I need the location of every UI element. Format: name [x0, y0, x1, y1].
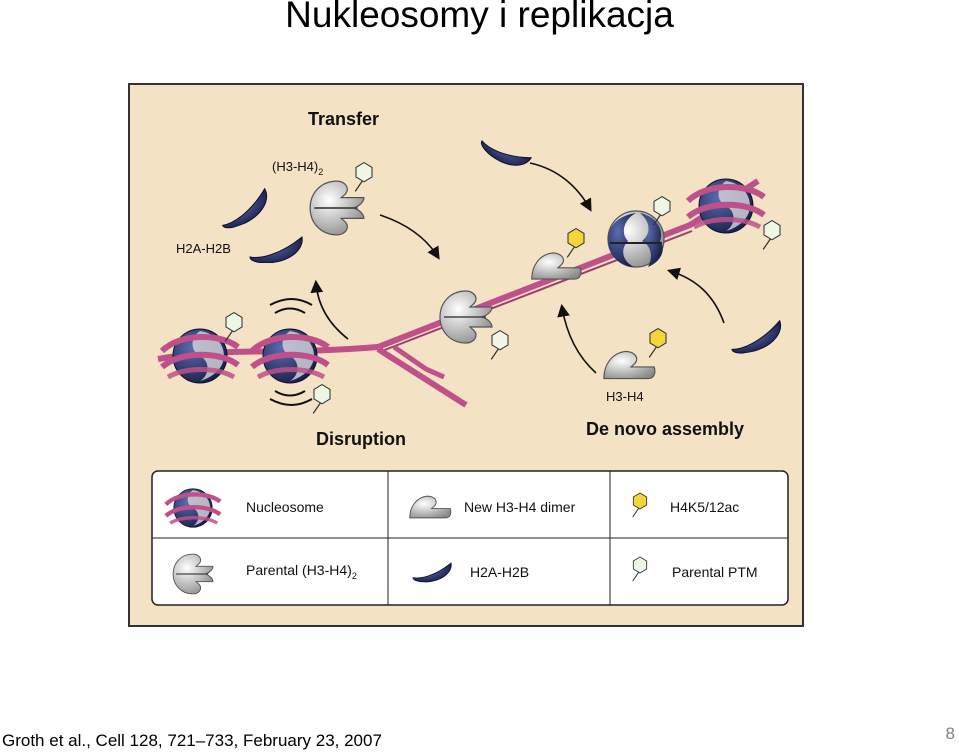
label-transfer: Transfer — [308, 109, 379, 129]
label-h3h4-tetramer: (H3-H4)2 — [272, 159, 323, 177]
legend-parental: Parental (H3-H4)2 — [246, 562, 357, 581]
nucleosome-left-1 — [162, 329, 238, 383]
label-disruption: Disruption — [316, 429, 406, 449]
nucleosome-left-2 — [252, 329, 328, 383]
label-de-novo: De novo assembly — [586, 419, 744, 439]
ptm-green-6 — [490, 330, 509, 360]
ptm-green-1 — [224, 312, 243, 342]
label-h2a-h2b: H2A-H2B — [176, 241, 231, 256]
replication-diagram: Transfer (H3-H4)2 H2A-H2B H3-H4 Disrupti… — [151, 109, 789, 606]
legend: Nucleosome New H3-H4 dimer H4K5/12ac Par… — [151, 470, 789, 606]
label-h3-h4: H3-H4 — [606, 389, 644, 404]
new-dimer-strand — [531, 252, 582, 280]
h2a-h2b-dimer-2 — [249, 236, 303, 263]
legend-new-dimer: New H3-H4 dimer — [464, 499, 576, 515]
assembled-nucleosome — [607, 210, 665, 268]
h2a-h2b-dimer-1 — [215, 188, 275, 232]
ptm-green-3 — [762, 220, 781, 250]
ptm-yellow-2 — [648, 328, 667, 358]
page-number: 8 — [945, 724, 955, 743]
h2a-h2b-dimer-4 — [727, 320, 785, 356]
parental-tetramer-top — [309, 180, 365, 236]
h2a-h2b-dimer-3 — [477, 125, 532, 178]
disruption-waves — [269, 298, 313, 406]
slide-title: Nukleosomy i replikacja — [285, 0, 674, 35]
parental-tetramer-middle — [439, 290, 493, 344]
ptm-green-5 — [354, 162, 373, 192]
legend-nucleosome: Nucleosome — [246, 499, 324, 515]
legend-h4k: H4K5/12ac — [670, 499, 739, 515]
citation: Groth et al., Cell 128, 721–733, Februar… — [2, 731, 382, 750]
new-dimer-free — [603, 350, 656, 380]
legend-h2a-h2b: H2A-H2B — [470, 564, 529, 580]
ptm-green-2 — [312, 384, 331, 414]
ptm-yellow-1 — [566, 228, 585, 258]
arrows — [310, 162, 725, 374]
legend-parental-ptm: Parental PTM — [672, 564, 758, 580]
figure-panel: Transfer (H3-H4)2 H2A-H2B H3-H4 Disrupti… — [128, 83, 804, 627]
ptm-green-4 — [652, 196, 671, 226]
